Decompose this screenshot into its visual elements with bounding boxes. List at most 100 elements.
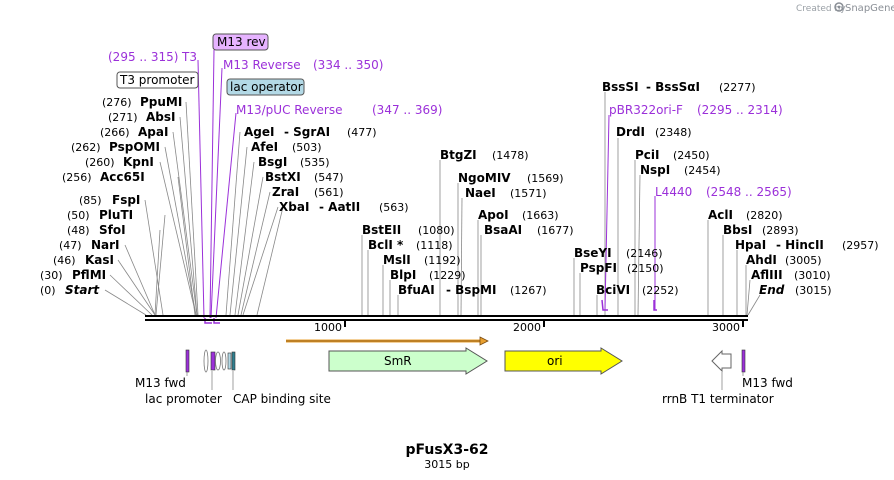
enzyme-stack-mid: AgeI - SgrAI (477) AfeI (503) BsgI (535)…: [244, 125, 409, 214]
enzyme-ngomiv-name: NgoMIV: [458, 171, 511, 185]
enzyme-bsssi-name: BssSI: [602, 80, 639, 94]
brand-prefix: Created by: [796, 4, 846, 14]
enzyme-msli-name: MslI: [383, 253, 411, 267]
enzyme-btgzi-name: BtgZI: [440, 148, 477, 162]
enzyme-acli-name: AclI: [708, 208, 733, 222]
primer-l4440-name: L4440: [655, 185, 692, 199]
enzyme-nari-pos: (47): [59, 239, 82, 252]
enzyme-hpai-name: HpaI: [735, 238, 766, 252]
enzyme-bstxi-pos: (547): [314, 171, 344, 184]
primer-pbr322ori-name: pBR322ori-F: [609, 103, 683, 117]
enzyme-kpni-name: KpnI: [123, 155, 154, 169]
enzyme-nari-name: NarI: [91, 238, 120, 252]
t3-promoter-label: T3 promoter: [119, 73, 195, 87]
enzyme-ppumi-pos: (276): [102, 96, 132, 109]
enzyme-psppomi-name: PspOMI: [109, 140, 160, 154]
m13-fwd-right-label: M13 fwd: [742, 376, 793, 390]
enzyme-bstxi-name: BstXI: [265, 170, 301, 184]
primer-m13-reverse-name: M13 Reverse: [223, 58, 301, 72]
enzyme-aatii-name: - AatII: [319, 200, 360, 214]
m13-fwd-left-label: M13 fwd: [135, 376, 186, 390]
enzyme-kasi-pos: (46): [53, 254, 76, 267]
t3-promoter-box: [116, 71, 199, 89]
enzyme-nspi-pos: (2454): [684, 164, 721, 177]
enzyme-afei-pos: (503): [292, 141, 322, 154]
orange-arrow-feature: [286, 336, 489, 346]
enzyme-pspfi-name: PspFI: [580, 261, 617, 275]
enzyme-afliii-name: AflIII: [751, 268, 783, 282]
primer-t3-name: T3: [181, 50, 197, 64]
cap-binding-site-label: CAP binding site: [233, 392, 331, 406]
start-label: Start: [65, 283, 100, 297]
enzyme-stack-right: BssSI - BssSαI (2277) DrdI (2348) PciI (…: [574, 80, 879, 297]
enzyme-sgrai-name: - SgrAI: [284, 125, 330, 139]
enzyme-drdi-pos: (2348): [655, 126, 692, 139]
enzyme-pcii-pos: (2450): [673, 149, 710, 162]
lac-promoter-label: lac promoter: [145, 392, 222, 406]
smr-label: SmR: [384, 354, 412, 368]
primer-leader-lines: [197, 49, 656, 319]
enzyme-pflmi-pos: (30): [40, 269, 63, 282]
enzyme-bcivi-pos: (2252): [642, 284, 679, 297]
plasmid-name: pFusX3-62: [405, 442, 488, 458]
end-label: End: [759, 283, 785, 297]
enzyme-zrai-pos: (561): [314, 186, 344, 199]
enzyme-ppumi-name: PpuMI: [140, 95, 182, 109]
ori-feature: [504, 347, 623, 375]
plasmid-length: 3015 bp: [424, 458, 469, 471]
ruler-label-2000: 2000: [513, 321, 541, 334]
enzyme-apoi-pos: (1663): [522, 209, 559, 222]
enzyme-naei-pos: (1571): [510, 187, 547, 200]
enzyme-ahdi-name: AhdI: [746, 253, 777, 267]
small-features-left: [185, 349, 236, 373]
smr-feature: [328, 347, 488, 375]
enzyme-hincii-name: - HincII: [776, 238, 824, 252]
m13-rev-box: [212, 33, 269, 51]
enzyme-acc65i-pos: (256): [62, 171, 92, 184]
primer-m13rev-name: M13 rev: [217, 35, 266, 49]
enzyme-acc65i-name: Acc65I: [100, 170, 145, 184]
primer-l4440-range: (2548 .. 2565): [706, 185, 792, 199]
enzyme-apoi-name: ApoI: [478, 208, 509, 222]
rrnb-terminator-feature: [711, 349, 732, 373]
enzyme-btgzi-pos: (1478): [492, 149, 529, 162]
ruler-ticks: [344, 321, 744, 327]
feature-leaders: [186, 371, 744, 390]
enzyme-fspi-name: FspI: [112, 193, 140, 207]
enzyme-bbsi-pos: (2893): [762, 224, 799, 237]
enzyme-absi-pos: (271): [108, 111, 138, 124]
enzyme-bseyi-name: BseYI: [574, 246, 612, 260]
primer-m13puc-reverse-range: (347 .. 369): [372, 103, 442, 117]
enzyme-pflmi-name: PflMI: [72, 268, 106, 282]
brand-name: SnapGene: [845, 3, 894, 14]
enzyme-sfoi-name: SfoI: [99, 223, 126, 237]
enzyme-xbai-name: XbaI: [279, 200, 309, 214]
enzyme-pluti-name: PluTI: [99, 208, 133, 222]
start-pos: (0): [40, 284, 56, 297]
lac-operator-label: lac operator: [230, 80, 303, 94]
enzyme-bcivi-name: BciVI: [596, 283, 630, 297]
enzyme-bfuai-pos: (1267): [510, 284, 547, 297]
enzyme-bsgi-pos: (535): [300, 156, 330, 169]
enzyme-afei-name: AfeI: [251, 140, 278, 154]
ruler-label-3000: 3000: [712, 321, 740, 334]
enzyme-kasi-name: KasI: [85, 253, 114, 267]
enzyme-xbai-pos: (563): [379, 201, 409, 214]
enzyme-naei-name: NaeI: [465, 186, 496, 200]
enzyme-afliii-pos: (3010): [794, 269, 831, 282]
enzyme-bfuai-name: BfuAI: [398, 283, 435, 297]
ruler-label-1000: 1000: [314, 321, 342, 334]
enzyme-bspmi-name: - BspMI: [446, 283, 496, 297]
enzyme-blpi-pos: (1229): [429, 269, 466, 282]
enzyme-apai-name: ApaI: [138, 125, 168, 139]
enzyme-blpi-name: BlpI: [390, 268, 416, 282]
enzyme-apai-pos: (266): [100, 126, 130, 139]
lac-operator-box: [226, 78, 305, 96]
enzyme-hpai-pos: (2957): [842, 239, 879, 252]
rrnb-terminator-label: rrnB T1 terminator: [662, 392, 774, 406]
enzyme-zrai-name: ZraI: [272, 185, 299, 199]
snapgene-logo-icon: [834, 2, 844, 12]
enzyme-leader-lines: [104, 92, 761, 316]
enzyme-msli-pos: (1192): [424, 254, 461, 267]
